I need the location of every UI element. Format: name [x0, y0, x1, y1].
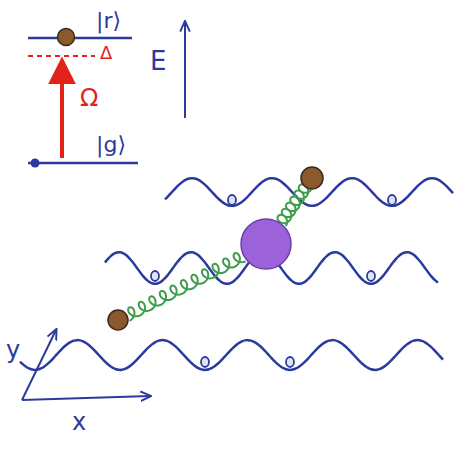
ground-atom — [286, 357, 294, 367]
interaction-spring — [278, 184, 312, 226]
ground-atom — [31, 159, 40, 168]
atoms — [108, 167, 396, 367]
lattice-potential — [20, 340, 443, 370]
ground-level — [28, 162, 138, 165]
detuning-label: Δ — [100, 44, 112, 62]
ground-atom — [151, 271, 159, 281]
x-axis — [22, 396, 150, 400]
interaction-spring — [128, 253, 245, 321]
state-label: |g⟩ — [96, 134, 126, 156]
rydberg-atom — [58, 29, 75, 46]
ground-atom — [201, 357, 209, 367]
rydberg-atom — [108, 310, 128, 330]
rydberg-level — [28, 37, 132, 40]
optical-lattice — [20, 178, 453, 370]
y-axis — [22, 330, 56, 400]
ground-atom — [228, 195, 236, 205]
virtual-level — [28, 55, 95, 57]
rydberg-atom — [301, 167, 323, 189]
interaction-springs — [128, 184, 311, 320]
laser-arrow — [60, 62, 64, 158]
axis-label: y — [6, 338, 20, 362]
ground-atom — [367, 271, 375, 281]
axis-label: x — [72, 410, 86, 434]
ground-atom — [388, 195, 396, 205]
rydberg-atom — [241, 219, 291, 269]
energy-label: E — [150, 48, 166, 74]
state-label: |r⟩ — [96, 10, 121, 32]
energy-axis — [184, 22, 186, 118]
rabi-label: Ω — [80, 86, 98, 110]
